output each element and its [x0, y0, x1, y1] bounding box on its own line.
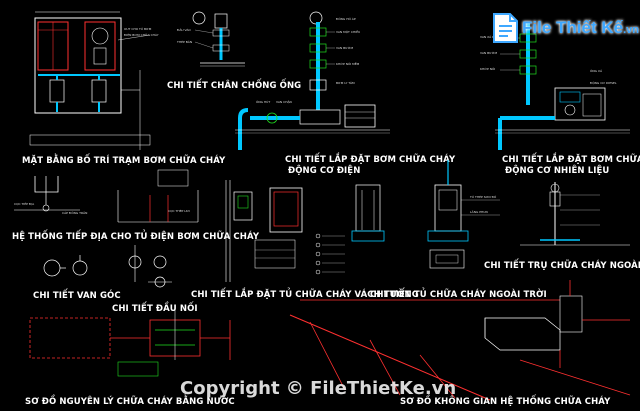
svg-text:CÁP ĐỒNG TRẦN: CÁP ĐỒNG TRẦN: [62, 210, 87, 215]
svg-text:CỌC THÉP L63: CỌC THÉP L63: [168, 208, 190, 213]
svg-text:BƠM LY TÂM: BƠM LY TÂM: [336, 80, 355, 85]
svg-text:LĂNG PHUN: LĂNG PHUN: [470, 209, 488, 214]
svg-text:VAN MỘT CHIỀU: VAN MỘT CHIỀU: [336, 29, 360, 34]
svg-text:VAN BƯỚM: VAN BƯỚM: [336, 45, 353, 50]
svg-text:CỌC TIẾP ĐỊA: CỌC TIẾP ĐỊA: [14, 200, 35, 206]
svg-text:VAN XẢ KHÍ: VAN XẢ KHÍ: [480, 34, 497, 39]
svg-text:VAN CHẶN: VAN CHẶN: [276, 99, 292, 104]
outdoor-hydrant-detail: [520, 182, 630, 246]
title-wall-cabinet: CHI TIẾT LẮP ĐẶT TỦ CHỮA CHÁY VÁCH TƯỜNG: [191, 287, 419, 300]
svg-text:KHỚP NỐI MỀM: KHỚP NỐI MỀM: [336, 61, 360, 66]
pump-station-plan: OUT CHO TỦ BƠM ĐIỆN BƠM CHỮA CHÁY: [29, 11, 159, 150]
title-electric-pump: CHI TIẾT LẮP ĐẶT BƠM CHỮA CHÁY: [285, 152, 456, 165]
svg-text:OUT CHO TỦ BƠM: OUT CHO TỦ BƠM: [124, 26, 152, 31]
svg-text:KHỚP NỐI: KHỚP NỐI: [480, 66, 495, 71]
title-electric-pump-sub: ĐỘNG CƠ ĐIỆN: [288, 165, 360, 176]
title-pump-station-plan: MẶT BẰNG BỐ TRÍ TRẠM BƠM CHỮA CHÁY: [22, 153, 226, 166]
diesel-pump-installation: VAN XẢ KHÍ VAN BƯỚM KHỚP NỐI ĐỘNG CƠ DIE…: [480, 22, 630, 150]
angle-valve-detail: [43, 255, 88, 277]
title-diesel-pump: CHI TIẾT LẮP ĐẶT BƠM CHỮA CHÁY: [502, 152, 640, 165]
outdoor-cabinet-detail: TỦ THÉP SƠN ĐỎ LĂNG PHUN: [427, 160, 500, 269]
title-outdoor-hydrant: CHI TIẾT TRỤ CHỮA CHÁY NGOÀI TRỜI: [484, 258, 640, 271]
spatial-system: [289, 280, 631, 401]
title-grounding: HỆ THỐNG TIẾP ĐỊA CHO TỦ ĐIỆN BƠM CHỮA C…: [12, 229, 260, 242]
pipe-support-detail: ĐẦU VÀO THÉP BẢN: [176, 11, 245, 67]
title-diesel-pump-sub: ĐỘNG CƠ NHIÊN LIỆU: [505, 164, 609, 176]
logo-text: File Thiết Kế.vn: [522, 18, 639, 38]
svg-text:THÉP BẢN: THÉP BẢN: [176, 39, 192, 44]
title-coupling: CHI TIẾT ĐẦU NỐI: [112, 301, 198, 314]
title-angle-valve: CHI TIẾT VAN GÓC: [33, 288, 121, 301]
coupling-detail: [128, 245, 172, 288]
wall-cabinet-detail: [225, 180, 385, 282]
watermark-logo: File Thiết Kế.vn: [488, 10, 639, 46]
grounding-system: CỌC TIẾP ĐỊA CÁP ĐỒNG TRẦN CỌC THÉP L63: [14, 169, 199, 223]
title-pipe-support: CHI TIẾT CHÂN CHỐNG ỐNG: [167, 78, 301, 91]
svg-text:ĐIỆN BƠM CHỮA CHÁY: ĐIỆN BƠM CHỮA CHÁY: [124, 32, 159, 37]
logo-domain: .vn: [623, 24, 639, 36]
copyright-watermark: Copyright © FileThietKe.vn: [180, 378, 457, 399]
title-water-schematic: SƠ ĐỒ NGUYÊN LÝ CHỮA CHÁY BẰNG NƯỚC: [25, 394, 235, 407]
title-spatial-system: SƠ ĐỒ KHÔNG GIAN HỆ THỐNG CHỮA CHÁY: [400, 394, 611, 407]
electric-pump-installation: ĐỒNG HỒ ÁP VAN MỘT CHIỀU VAN BƯỚM KHỚP N…: [235, 11, 390, 150]
logo-icon: [493, 13, 518, 43]
title-outdoor-cabinet: CHI TIẾT TỦ CHỮA CHÁY NGOÀI TRỜI: [370, 287, 547, 300]
svg-text:VAN BƯỚM: VAN BƯỚM: [480, 50, 497, 55]
svg-text:ĐỒNG HỒ ÁP: ĐỒNG HỒ ÁP: [336, 16, 356, 21]
svg-text:ỐNG XẢ: ỐNG XẢ: [590, 68, 603, 73]
logo-name: File Thiết Kế: [522, 18, 624, 37]
svg-text:ĐỘNG CƠ DIESEL: ĐỘNG CƠ DIESEL: [590, 80, 617, 85]
water-schematic: [29, 310, 231, 377]
svg-text:ĐẦU VÀO: ĐẦU VÀO: [177, 27, 191, 32]
svg-text:TỦ THÉP SƠN ĐỎ: TỦ THÉP SƠN ĐỎ: [469, 194, 497, 199]
svg-text:ỐNG HÚT: ỐNG HÚT: [256, 99, 270, 104]
